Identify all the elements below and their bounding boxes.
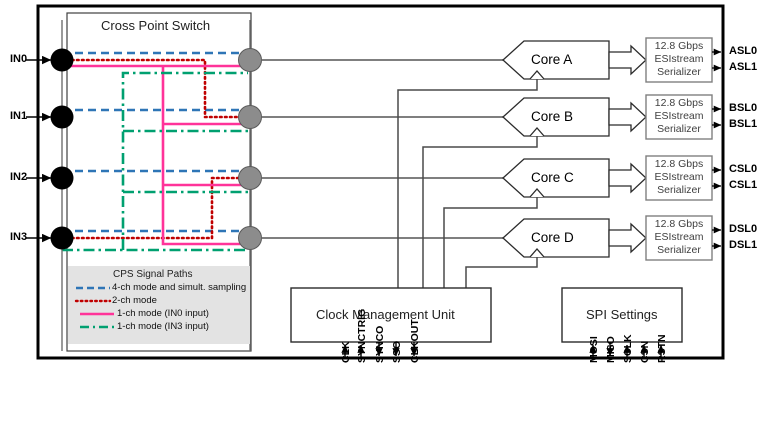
serializer-d-line1: 12.8 Gbps (654, 218, 704, 230)
core-label-b: Core B (531, 109, 574, 124)
pin-label-synco: SYNCO (374, 325, 386, 363)
cross-point-switch-title: Cross Point Switch (101, 18, 211, 33)
pin-label-clk: CLK (340, 341, 352, 363)
device-boundary (36, 4, 725, 360)
clock-distribution-wires (397, 79, 538, 288)
input-label-in0: IN0 (10, 53, 28, 65)
serializer-b-line2: ESIstream (654, 110, 704, 122)
serializer-a-line3: Serializer (657, 66, 701, 78)
serializer-a-line2: ESIstream (654, 53, 704, 65)
pin-label-csn: CSN (639, 340, 651, 363)
serializer-d-line2: ESIstream (654, 231, 704, 243)
clock-management-unit-title: Clock Management Unit (316, 307, 455, 322)
legend-item-2ch: 2-ch mode (112, 295, 157, 306)
legend-panel (68, 266, 250, 344)
pin-label-synctrig: SYNCTRIG (356, 308, 368, 363)
output-label-asl0: ASL0 (729, 45, 758, 57)
cps-output-nodes (238, 48, 262, 250)
output-label-dsl0: DSL0 (729, 223, 758, 235)
pin-label-clkout: CLKOUT (409, 319, 421, 363)
input-label-in2: IN2 (10, 171, 28, 183)
input-label-in3: IN3 (10, 231, 28, 243)
output-label-bsl0: BSL0 (729, 102, 758, 114)
core-label-c: Core C (531, 170, 574, 185)
core-label-d: Core D (531, 230, 574, 245)
spi-settings-title: SPI Settings (586, 307, 658, 322)
cps-path-2ch-red (60, 58, 250, 240)
pin-label-sso: SSO (391, 340, 403, 363)
serializer-d-line3: Serializer (657, 244, 701, 256)
output-label-dsl1: DSL1 (729, 239, 758, 251)
cmu-pin-arrows (341, 342, 418, 358)
input-pin-arrows (26, 55, 52, 243)
serializer-a-line1: 12.8 Gbps (654, 40, 704, 52)
clock-management-unit-box (290, 287, 492, 343)
core-clock-notch-icons (529, 70, 545, 258)
core-label-a: Core A (531, 52, 573, 67)
pin-label-sclk: SCLK (622, 334, 634, 363)
pin-label-rstn: RSTN (656, 334, 668, 363)
legend-item-1ch-in0: 1-ch mode (IN0 input) (117, 308, 209, 319)
core-to-serializer-arrows (608, 44, 647, 254)
pin-label-mosi: MOSI (588, 336, 600, 363)
core-shapes (502, 40, 610, 258)
serializer-boxes (645, 37, 713, 261)
input-nodes (50, 48, 74, 250)
output-label-bsl1: BSL1 (729, 118, 758, 130)
input-label-in1: IN1 (10, 110, 28, 122)
legend-swatches (74, 286, 114, 329)
cps-path-1ch-in0-magenta (62, 64, 248, 246)
spi-pin-arrows (589, 342, 665, 358)
serializer-b-line3: Serializer (657, 123, 701, 135)
cps-to-core-wires (262, 59, 503, 239)
pin-label-miso: MISO (605, 336, 617, 363)
output-label-csl0: CSL0 (729, 163, 758, 175)
output-label-csl1: CSL1 (729, 179, 758, 191)
spi-settings-box (561, 287, 683, 343)
legend-item-4ch: 4-ch mode and simult. sampling (112, 282, 247, 293)
legend-title: CPS Signal Paths (113, 269, 193, 280)
cps-path-1ch-in3-green (62, 71, 248, 252)
output-label-asl1: ASL1 (729, 61, 758, 73)
serializer-output-arrows (712, 48, 722, 250)
serializer-b-line1: 12.8 Gbps (654, 97, 704, 109)
serializer-c-line2: ESIstream (654, 171, 704, 183)
serializer-c-line3: Serializer (657, 184, 701, 196)
legend-item-1ch-in3: 1-ch mode (IN3 input) (117, 321, 209, 332)
serializer-c-line1: 12.8 Gbps (654, 158, 704, 170)
cps-path-4ch-blue (62, 51, 248, 233)
